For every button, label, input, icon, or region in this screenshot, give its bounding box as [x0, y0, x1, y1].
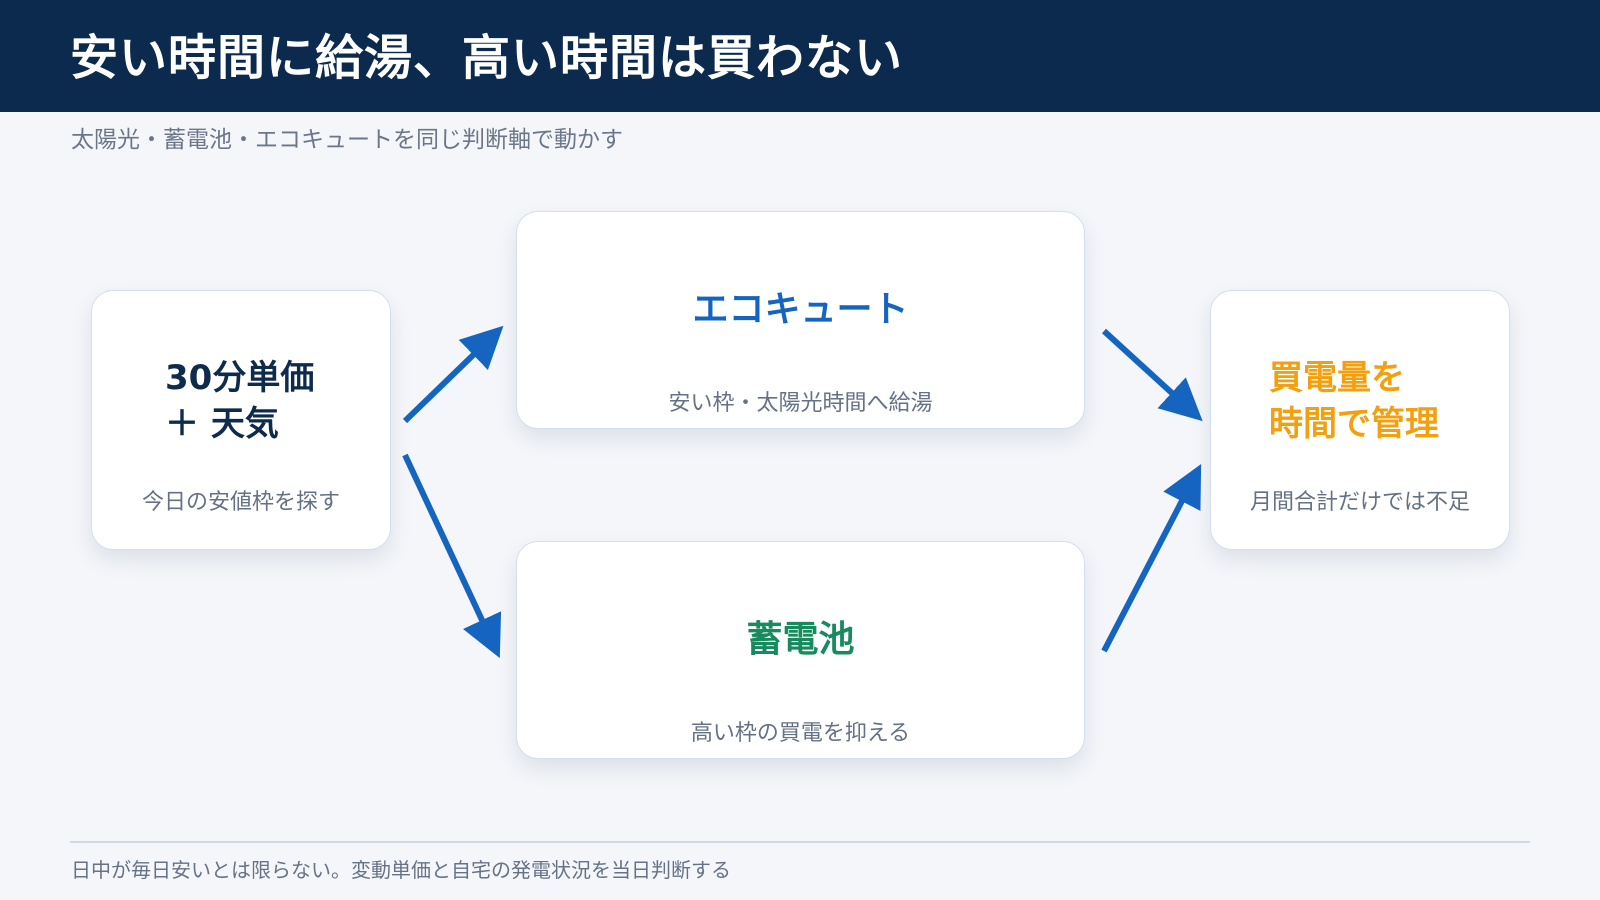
- header-bar: 安い時間に給湯、高い時間は買わない: [0, 0, 1600, 112]
- card-ecocute-sub: 安い枠・太陽光時間へ給湯: [668, 391, 933, 416]
- card-purchase-management-sub: 月間合計だけでは不足: [1249, 490, 1470, 515]
- card-purchase-management-title: 買電量を 時間で管理: [1269, 355, 1439, 447]
- card-price-weather-title-line1: 30分単価: [165, 358, 315, 398]
- card-battery-sub: 高い枠の買電を抑える: [690, 721, 911, 746]
- card-ecocute-title: エコキュート: [692, 289, 909, 330]
- card-battery: 蓄電池 高い枠の買電を抑える: [516, 541, 1085, 759]
- card-price-weather: 30分単価 ＋ 天気 今日の安値枠を探す: [91, 290, 391, 550]
- card-ecocute: エコキュート 安い枠・太陽光時間へ給湯: [516, 211, 1085, 429]
- card-purchase-management-title-line2: 時間で管理: [1269, 404, 1439, 444]
- card-battery-title: 蓄電池: [746, 619, 855, 660]
- page-title: 安い時間に給湯、高い時間は買わない: [70, 30, 904, 86]
- card-price-weather-title: 30分単価 ＋ 天気: [165, 355, 314, 447]
- page-subtitle: 太陽光・蓄電池・エコキュートを同じ判断軸で動かす: [71, 127, 623, 153]
- card-purchase-management-title-line1: 買電量を: [1269, 358, 1405, 398]
- arrow-ecocute-to-output: [1101, 328, 1203, 422]
- arrow-input-to-battery: [402, 453, 502, 659]
- arrow-input-to-ecocute: [402, 325, 504, 424]
- card-purchase-management: 買電量を 時間で管理 月間合計だけでは不足: [1210, 290, 1510, 550]
- card-price-weather-title-line2: ＋ 天気: [165, 404, 279, 444]
- footer-divider: [70, 841, 1530, 843]
- arrow-battery-to-output: [1101, 464, 1202, 653]
- card-price-weather-sub: 今日の安値枠を探す: [141, 490, 340, 515]
- footer-note: 日中が毎日安いとは限らない。変動単価と自宅の発電状況を当日判断する: [71, 858, 731, 882]
